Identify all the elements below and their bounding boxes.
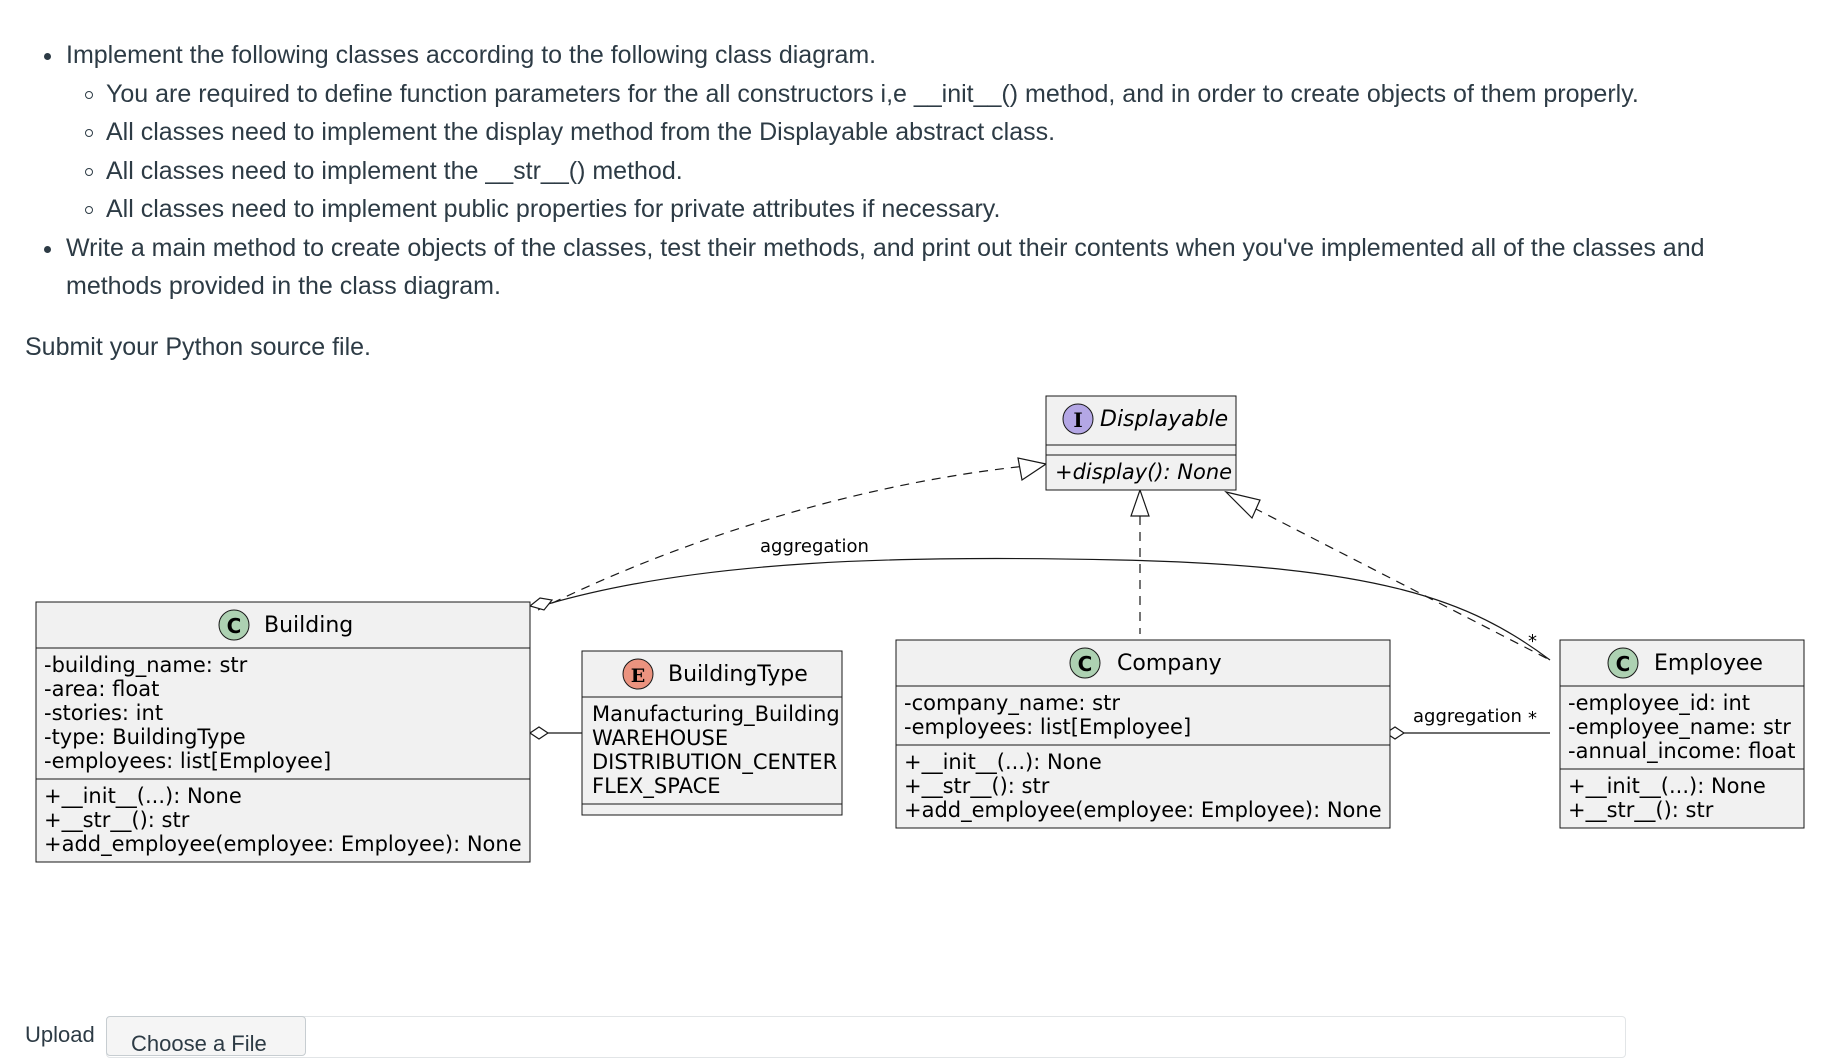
- employee-attribute: -employee_name: str: [1568, 715, 1791, 740]
- company-name: Company: [1117, 651, 1222, 676]
- aggregation-diamond: [528, 726, 550, 740]
- instruction-subitem: All classes need to implement the displa…: [66, 113, 1785, 152]
- building-class: C Building -building_name: str -area: fl…: [35, 601, 531, 863]
- building-attribute: -building_name: str: [44, 653, 248, 678]
- instruction-list: Implement the following classes accordin…: [25, 36, 1785, 306]
- company-method: +__str__(): str: [904, 774, 1050, 799]
- realization-arrowhead: [1017, 457, 1048, 482]
- enum-value: Manufacturing_Building: [592, 702, 840, 727]
- instruction-item: Write a main method to create objects of…: [25, 229, 1785, 306]
- building-type-enum: E BuildingType Manufacturing_Building WA…: [581, 650, 843, 816]
- file-input-container[interactable]: [106, 1016, 1626, 1058]
- building-method: +add_employee(employee: Employee): None: [44, 832, 522, 857]
- company-class: C Company -company_name: str -employees:…: [895, 639, 1391, 829]
- class-stereotype-letter: C: [1616, 652, 1631, 676]
- class-stereotype-icon: [218, 609, 250, 641]
- employee-method: +__init__(...): None: [1568, 774, 1766, 799]
- company-attribute: -employees: list[Employee]: [904, 715, 1191, 739]
- building-employee-aggregation-line: [547, 557, 1551, 661]
- building-method: +__init__(...): None: [44, 784, 242, 809]
- submit-instruction: Submit your Python source file.: [25, 333, 371, 361]
- building-attribute: -employees: list[Employee]: [44, 749, 331, 773]
- employee-attribute: -annual_income: float: [1568, 739, 1795, 764]
- instruction-text: Implement the following classes accordin…: [66, 41, 877, 69]
- displayable-interface: I Displayable +display(): None: [1045, 395, 1237, 491]
- enum-stereotype-letter: E: [631, 665, 645, 687]
- instruction-subitem: You are required to define function para…: [66, 75, 1785, 114]
- building-attribute: -type: BuildingType: [44, 725, 246, 749]
- employee-class: C Employee -employee_id: int -employee_n…: [1559, 639, 1805, 829]
- building-attribute: -stories: int: [44, 701, 163, 725]
- aggregation-label: aggregation: [760, 536, 869, 557]
- instruction-sublist: You are required to define function para…: [66, 75, 1785, 229]
- employee-method: +__str__(): str: [1568, 798, 1714, 823]
- company-method: +__init__(...): None: [904, 750, 1102, 775]
- company-method: +add_employee(employee: Employee): None: [904, 798, 1382, 823]
- enum-stereotype-icon: [622, 658, 654, 690]
- upload-label: Upload: [25, 1022, 95, 1047]
- employee-name: Employee: [1654, 651, 1763, 676]
- building-attribute: -area: float: [44, 677, 159, 701]
- class-stereotype-icon: [1069, 647, 1101, 679]
- instruction-item: Implement the following classes accordin…: [25, 36, 1785, 229]
- enum-value: FLEX_SPACE: [592, 774, 721, 799]
- choose-file-button[interactable]: Choose a File: [106, 1016, 306, 1056]
- multiplicity-label: *: [1528, 631, 1537, 652]
- enum-value: DISTRIBUTION_CENTER: [592, 750, 837, 775]
- realization-arrowhead: [1224, 490, 1261, 520]
- interface-stereotype-letter: I: [1073, 408, 1082, 432]
- instructions: Implement the following classes accordin…: [25, 36, 1785, 306]
- company-attribute: -company_name: str: [904, 691, 1120, 716]
- class-stereotype-letter: C: [1078, 652, 1093, 676]
- building-realization-line: [537, 464, 1037, 611]
- building-type-name: BuildingType: [668, 662, 808, 687]
- building-name: Building: [264, 613, 353, 638]
- class-stereotype-letter: C: [227, 614, 242, 638]
- realization-arrowhead: [1130, 488, 1150, 517]
- instruction-subitem: All classes need to implement the __str_…: [66, 152, 1785, 191]
- building-method: +__str__(): str: [44, 808, 190, 833]
- multiplicity-label: *: [1528, 708, 1537, 729]
- aggregation-label: aggregation: [1413, 706, 1522, 727]
- displayable-name: Displayable: [1100, 407, 1228, 432]
- enum-value: WAREHOUSE: [592, 726, 728, 750]
- aggregation-diamond: [528, 597, 554, 611]
- interface-stereotype-icon: [1062, 403, 1094, 435]
- employee-attribute: -employee_id: int: [1568, 691, 1750, 716]
- instruction-subitem: All classes need to implement public pro…: [66, 190, 1785, 229]
- class-stereotype-icon: [1607, 647, 1639, 679]
- employee-realization-line: [1253, 507, 1551, 661]
- displayable-method: +display(): None: [1055, 460, 1232, 484]
- instruction-text: Write a main method to create objects of…: [66, 233, 1705, 301]
